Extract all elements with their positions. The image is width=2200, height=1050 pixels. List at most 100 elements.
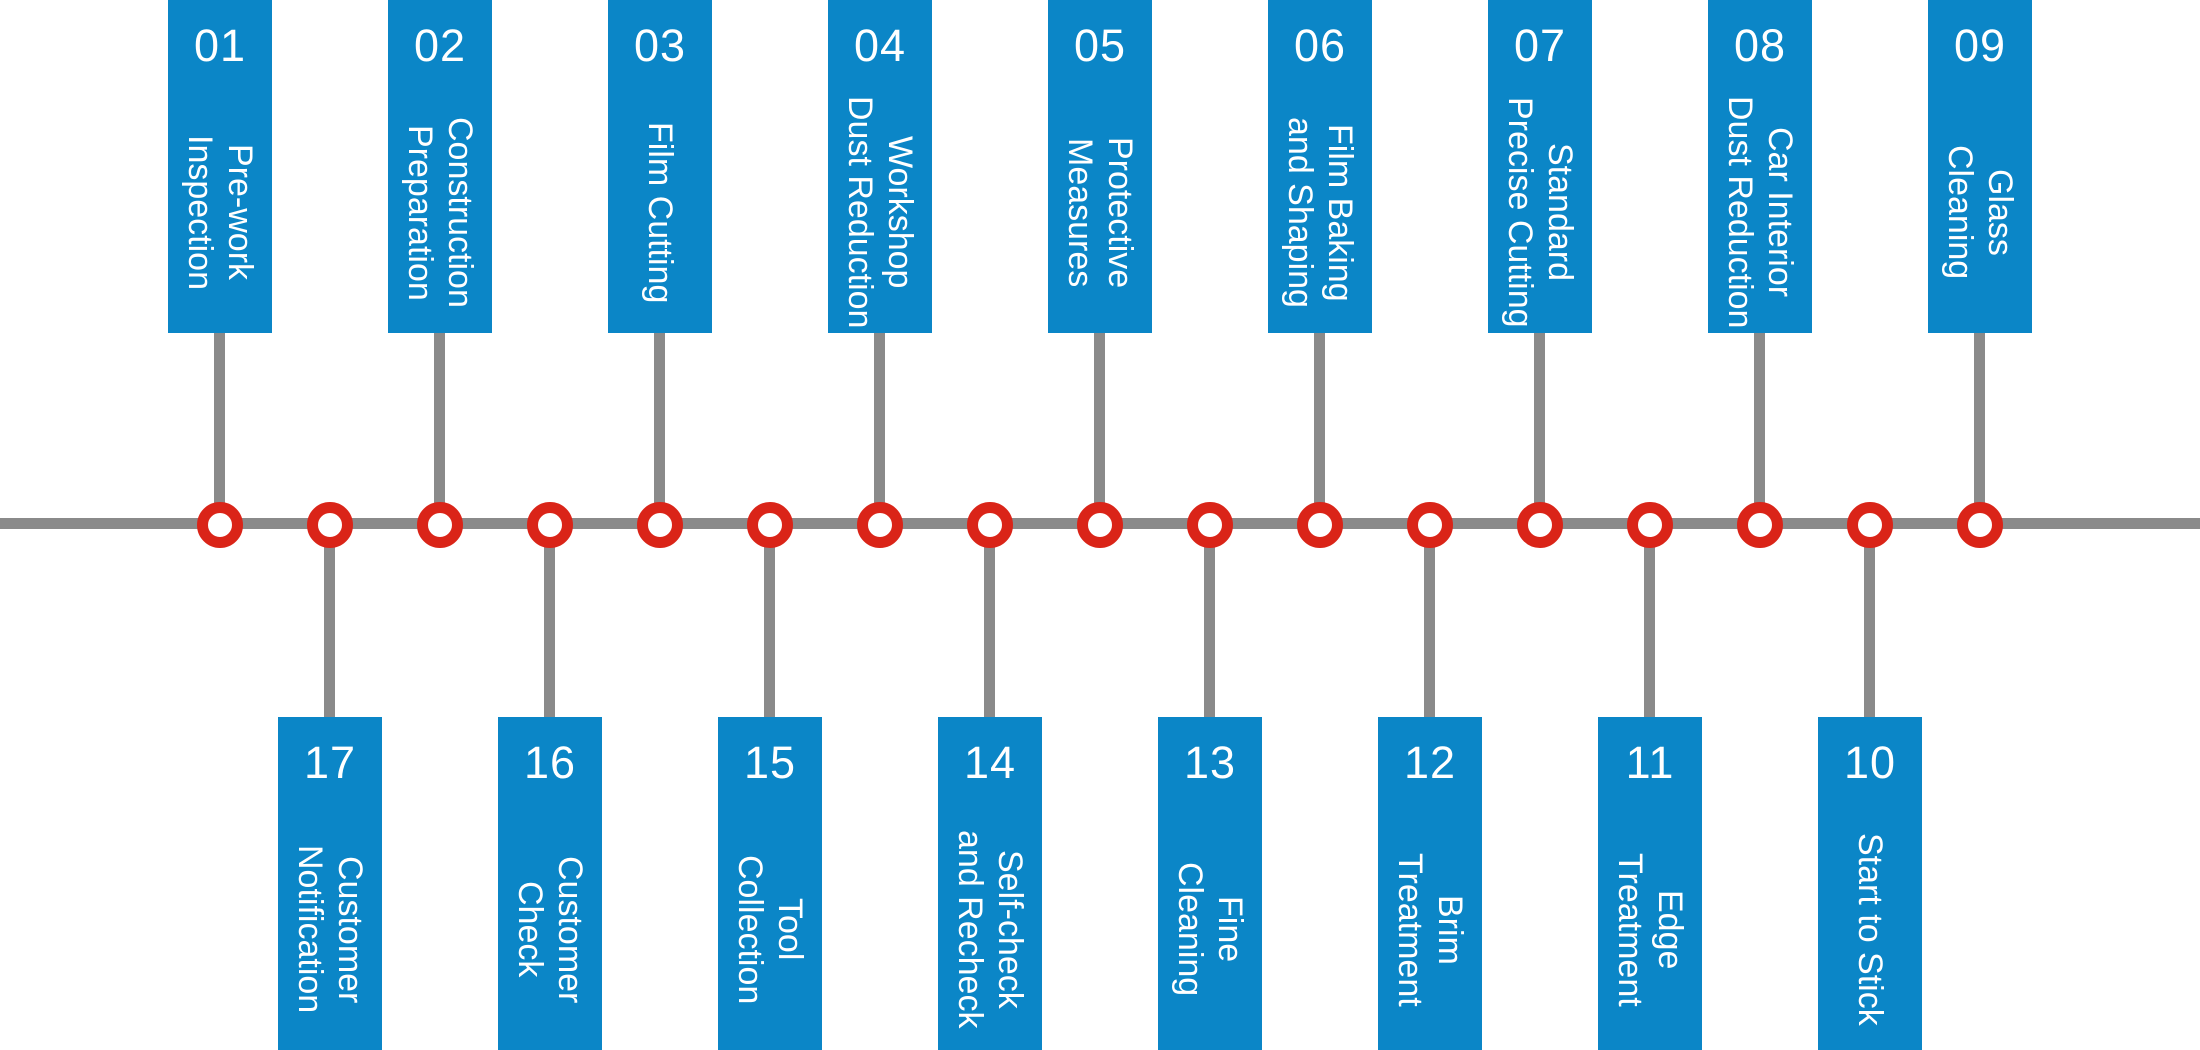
step-box: 04 Workshop Dust Reduction xyxy=(828,0,932,333)
step-label-area: Tool Collection xyxy=(718,809,822,1050)
step-number-label: 17 xyxy=(303,737,357,788)
timeline-node xyxy=(1187,502,1233,548)
step-number-label: 12 xyxy=(1403,737,1457,788)
connector-line xyxy=(324,527,335,717)
step-title-label: Pre-work Inspection xyxy=(181,135,260,290)
step-label-area: Self-check and Recheck xyxy=(938,809,1042,1050)
step-title-label: Fine Cleaning xyxy=(1171,862,1250,997)
connector-line xyxy=(1754,333,1765,523)
step-label-area: Customer Check xyxy=(498,809,602,1050)
step-label-area: Protective Measures xyxy=(1048,92,1152,333)
timeline-node xyxy=(747,502,793,548)
timeline-node xyxy=(857,502,903,548)
step-label-area: Car Interior Dust Reduction xyxy=(1708,92,1812,333)
step-number-label: 10 xyxy=(1843,737,1897,788)
connector-line xyxy=(1644,527,1655,717)
timeline-node xyxy=(1077,502,1123,548)
step-title-label: Brim Treatment xyxy=(1391,852,1470,1007)
connector-line xyxy=(1974,333,1985,523)
step-label-area: Customer Notification xyxy=(278,809,382,1050)
step-box: 12 Brim Treatment xyxy=(1378,717,1482,1050)
step-box: 15 Tool Collection xyxy=(718,717,822,1050)
step-label-area: Fine Cleaning xyxy=(1158,809,1262,1050)
step-box: 17 Customer Notification xyxy=(278,717,382,1050)
step-title-label: Car Interior Dust Reduction xyxy=(1721,96,1800,329)
step-number-label: 05 xyxy=(1073,20,1127,71)
step-number-label: 13 xyxy=(1183,737,1237,788)
step-label-area: Edge Treatment xyxy=(1598,809,1702,1050)
timeline-node xyxy=(527,502,573,548)
step-number-label: 08 xyxy=(1733,20,1787,71)
step-title-label: Film Baking and Shaping xyxy=(1281,117,1360,308)
timeline-node xyxy=(1847,502,1893,548)
step-label-area: Workshop Dust Reduction xyxy=(828,92,932,333)
step-title-label: Glass Cleaning xyxy=(1941,145,2020,280)
timeline-node xyxy=(967,502,1013,548)
connector-line xyxy=(874,333,885,523)
connector-line xyxy=(1314,333,1325,523)
step-label-area: Standard Precise Cutting xyxy=(1488,92,1592,333)
step-title-label: Start to Stick xyxy=(1851,833,1890,1026)
connector-line xyxy=(654,333,665,523)
step-box: 01 Pre-work Inspection xyxy=(168,0,272,333)
timeline-node xyxy=(637,502,683,548)
step-label-area: Pre-work Inspection xyxy=(168,92,272,333)
step-title-label: Construction Preparation xyxy=(401,117,480,308)
step-box: 02 Construction Preparation xyxy=(388,0,492,333)
step-number-label: 15 xyxy=(743,737,797,788)
step-title-label: Self-check and Recheck xyxy=(951,830,1030,1029)
step-title-label: Customer Notification xyxy=(291,845,370,1014)
timeline-node xyxy=(1737,502,1783,548)
timeline-node xyxy=(307,502,353,548)
timeline-node xyxy=(1957,502,2003,548)
step-label-area: Film Cutting xyxy=(608,92,712,333)
step-title-label: Customer Check xyxy=(511,855,590,1004)
step-title-label: Standard Precise Cutting xyxy=(1501,97,1580,328)
connector-line xyxy=(1094,333,1105,523)
step-number-label: 07 xyxy=(1513,20,1567,71)
step-number-label: 14 xyxy=(963,737,1017,788)
connector-line xyxy=(434,333,445,523)
timeline-node xyxy=(1517,502,1563,548)
step-title-label: Protective Measures xyxy=(1061,136,1140,289)
connector-line xyxy=(1864,527,1875,717)
step-label-area: Glass Cleaning xyxy=(1928,92,2032,333)
step-label-area: Brim Treatment xyxy=(1378,809,1482,1050)
connector-line xyxy=(1204,527,1215,717)
step-number-label: 11 xyxy=(1625,737,1675,788)
step-box: 14 Self-check and Recheck xyxy=(938,717,1042,1050)
step-label-area: Construction Preparation xyxy=(388,92,492,333)
step-box: 16 Customer Check xyxy=(498,717,602,1050)
step-number-label: 16 xyxy=(523,737,577,788)
step-number-label: 03 xyxy=(633,20,687,71)
timeline-node xyxy=(417,502,463,548)
step-box: 13 Fine Cleaning xyxy=(1158,717,1262,1050)
step-number-label: 04 xyxy=(853,20,907,71)
step-label-area: Film Baking and Shaping xyxy=(1268,92,1372,333)
timeline-node xyxy=(197,502,243,548)
step-box: 10 Start to Stick xyxy=(1818,717,1922,1050)
connector-line xyxy=(1424,527,1435,717)
step-box: 03 Film Cutting xyxy=(608,0,712,333)
step-box: 07 Standard Precise Cutting xyxy=(1488,0,1592,333)
step-label-area: Start to Stick xyxy=(1818,809,1922,1050)
connector-line xyxy=(544,527,555,717)
timeline-node xyxy=(1297,502,1343,548)
step-title-label: Tool Collection xyxy=(731,854,810,1005)
step-number-label: 01 xyxy=(193,20,247,71)
step-title-label: Film Cutting xyxy=(641,121,680,304)
step-title-label: Workshop Dust Reduction xyxy=(841,96,920,329)
connector-line xyxy=(764,527,775,717)
step-number-label: 09 xyxy=(1953,20,2007,71)
step-box: 05 Protective Measures xyxy=(1048,0,1152,333)
timeline-node xyxy=(1627,502,1673,548)
step-box: 06 Film Baking and Shaping xyxy=(1268,0,1372,333)
step-box: 08 Car Interior Dust Reduction xyxy=(1708,0,1812,333)
step-box: 11 Edge Treatment xyxy=(1598,717,1702,1050)
connector-line xyxy=(214,333,225,523)
step-number-label: 06 xyxy=(1293,20,1347,71)
step-box: 09 Glass Cleaning xyxy=(1928,0,2032,333)
step-title-label: Edge Treatment xyxy=(1611,852,1690,1007)
connector-line xyxy=(1534,333,1545,523)
